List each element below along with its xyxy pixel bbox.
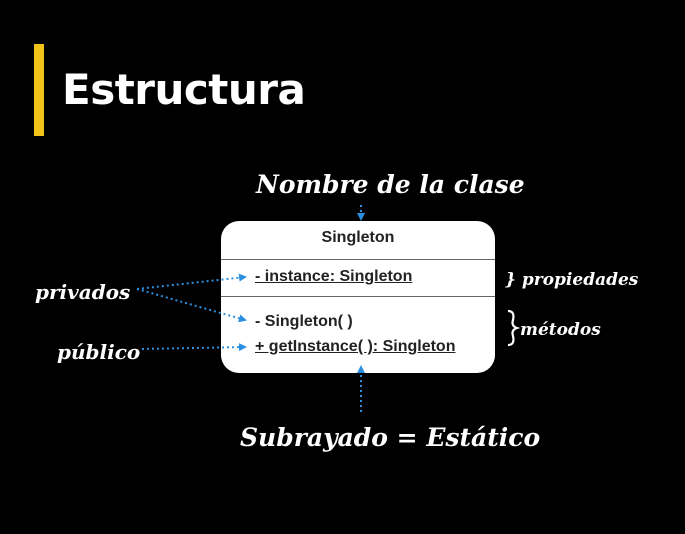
uml-attribute-instance: - instance: Singleton xyxy=(255,268,413,285)
title-accent-bar xyxy=(34,44,44,136)
uml-class-name: Singleton xyxy=(321,229,395,246)
private-annotation: privados xyxy=(35,280,131,304)
methods-brace xyxy=(507,309,521,347)
uml-name-divider xyxy=(221,259,495,260)
uml-class-box: Singleton - instance: Singleton - Single… xyxy=(221,221,495,373)
uml-method-constructor: - Singleton( ) xyxy=(255,313,353,330)
methods-annotation: métodos xyxy=(520,320,601,340)
class-name-annotation: Nombre de la clase xyxy=(256,170,525,199)
properties-annotation: } propiedades xyxy=(505,270,639,290)
public-annotation: público xyxy=(57,340,141,364)
slide-title: Estructura xyxy=(62,65,306,114)
uml-attribute-divider xyxy=(221,296,495,297)
static-annotation: Subrayado = Estático xyxy=(240,423,541,452)
uml-method-getinstance: + getInstance( ): Singleton xyxy=(255,338,456,355)
